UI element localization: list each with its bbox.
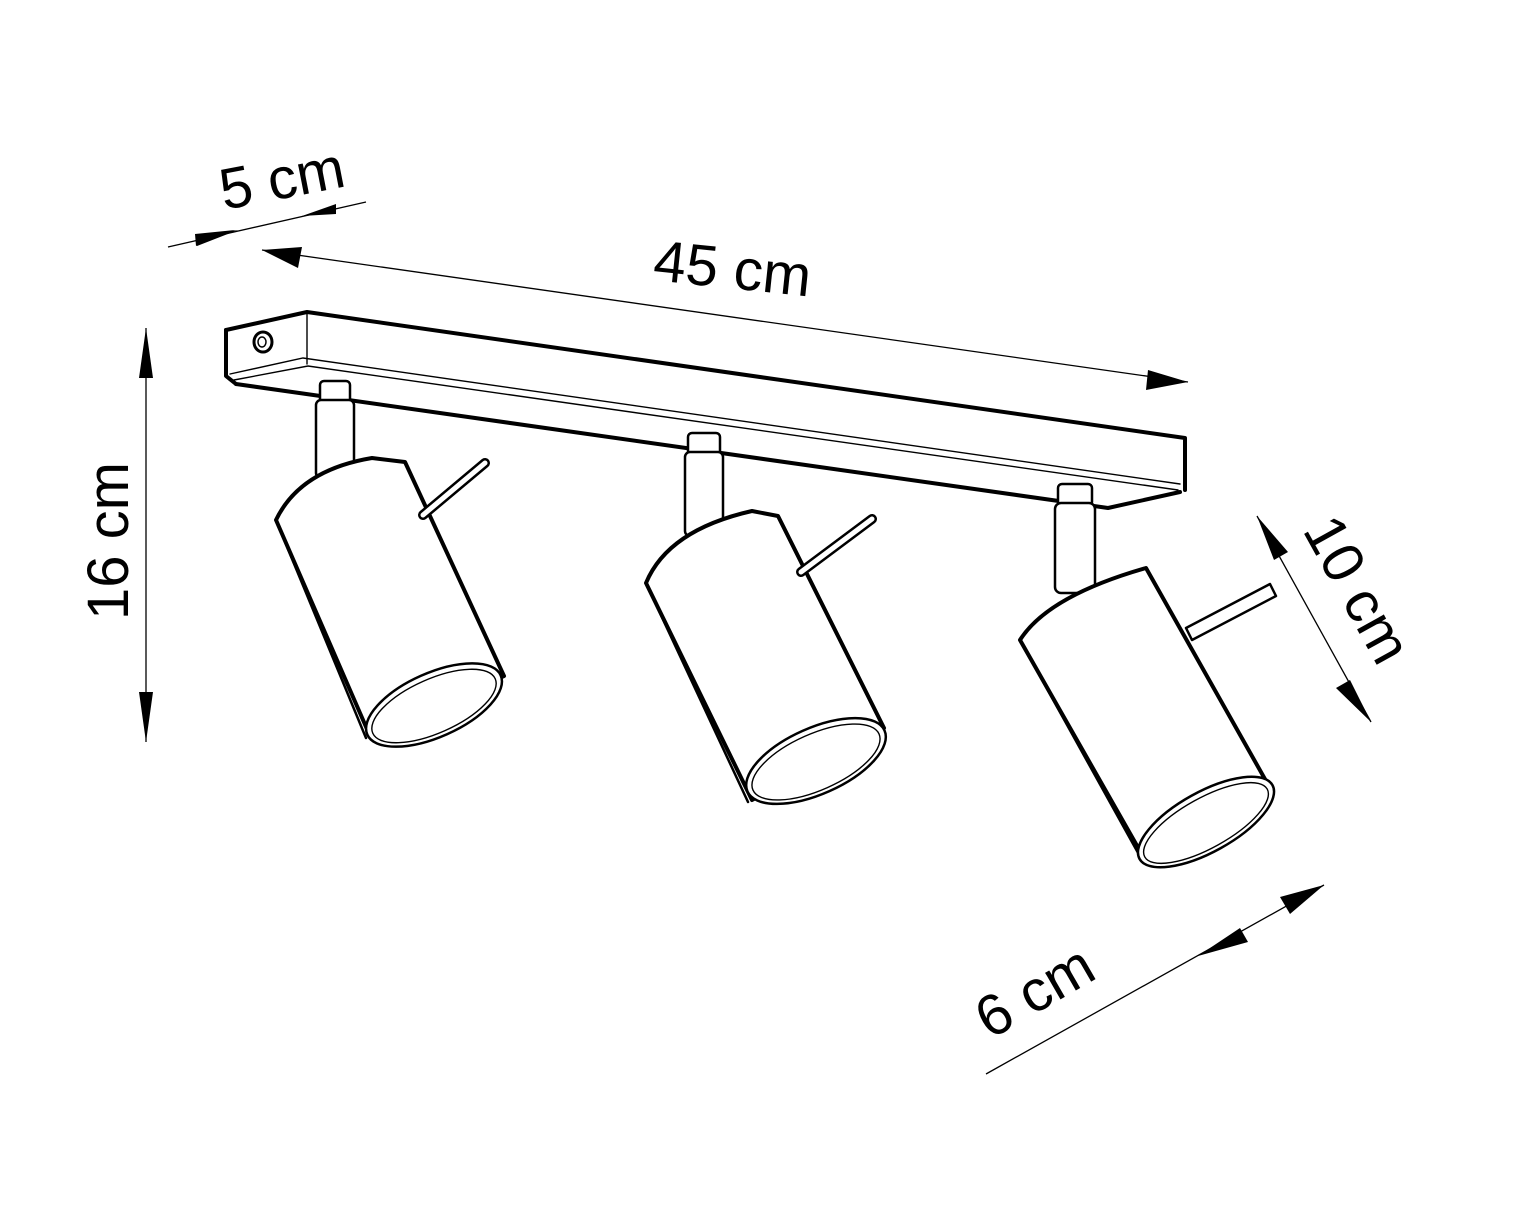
dimension-height: 16 cm bbox=[76, 328, 153, 742]
spotlight-2 bbox=[644, 431, 888, 806]
dimension-length-label: 45 cm bbox=[651, 228, 815, 309]
dimension-shade-length-label: 10 cm bbox=[1291, 505, 1424, 675]
dimension-height-label: 16 cm bbox=[76, 462, 141, 620]
base-bar bbox=[224, 310, 1187, 510]
dimension-length: 45 cm bbox=[261, 228, 1189, 390]
dimension-shade-diameter: 6 cm bbox=[964, 884, 1325, 1075]
adjust-handle bbox=[1184, 582, 1278, 642]
spotlight-3 bbox=[1018, 482, 1278, 869]
spotlight-1 bbox=[274, 379, 506, 748]
screw-icon bbox=[252, 330, 274, 354]
dimension-depth: 5 cm bbox=[167, 135, 367, 248]
adjust-handle bbox=[418, 458, 490, 520]
dimension-shade-diameter-label: 6 cm bbox=[964, 932, 1105, 1051]
dimension-shade-length: 10 cm bbox=[1256, 505, 1424, 723]
adjust-handle bbox=[796, 514, 877, 577]
